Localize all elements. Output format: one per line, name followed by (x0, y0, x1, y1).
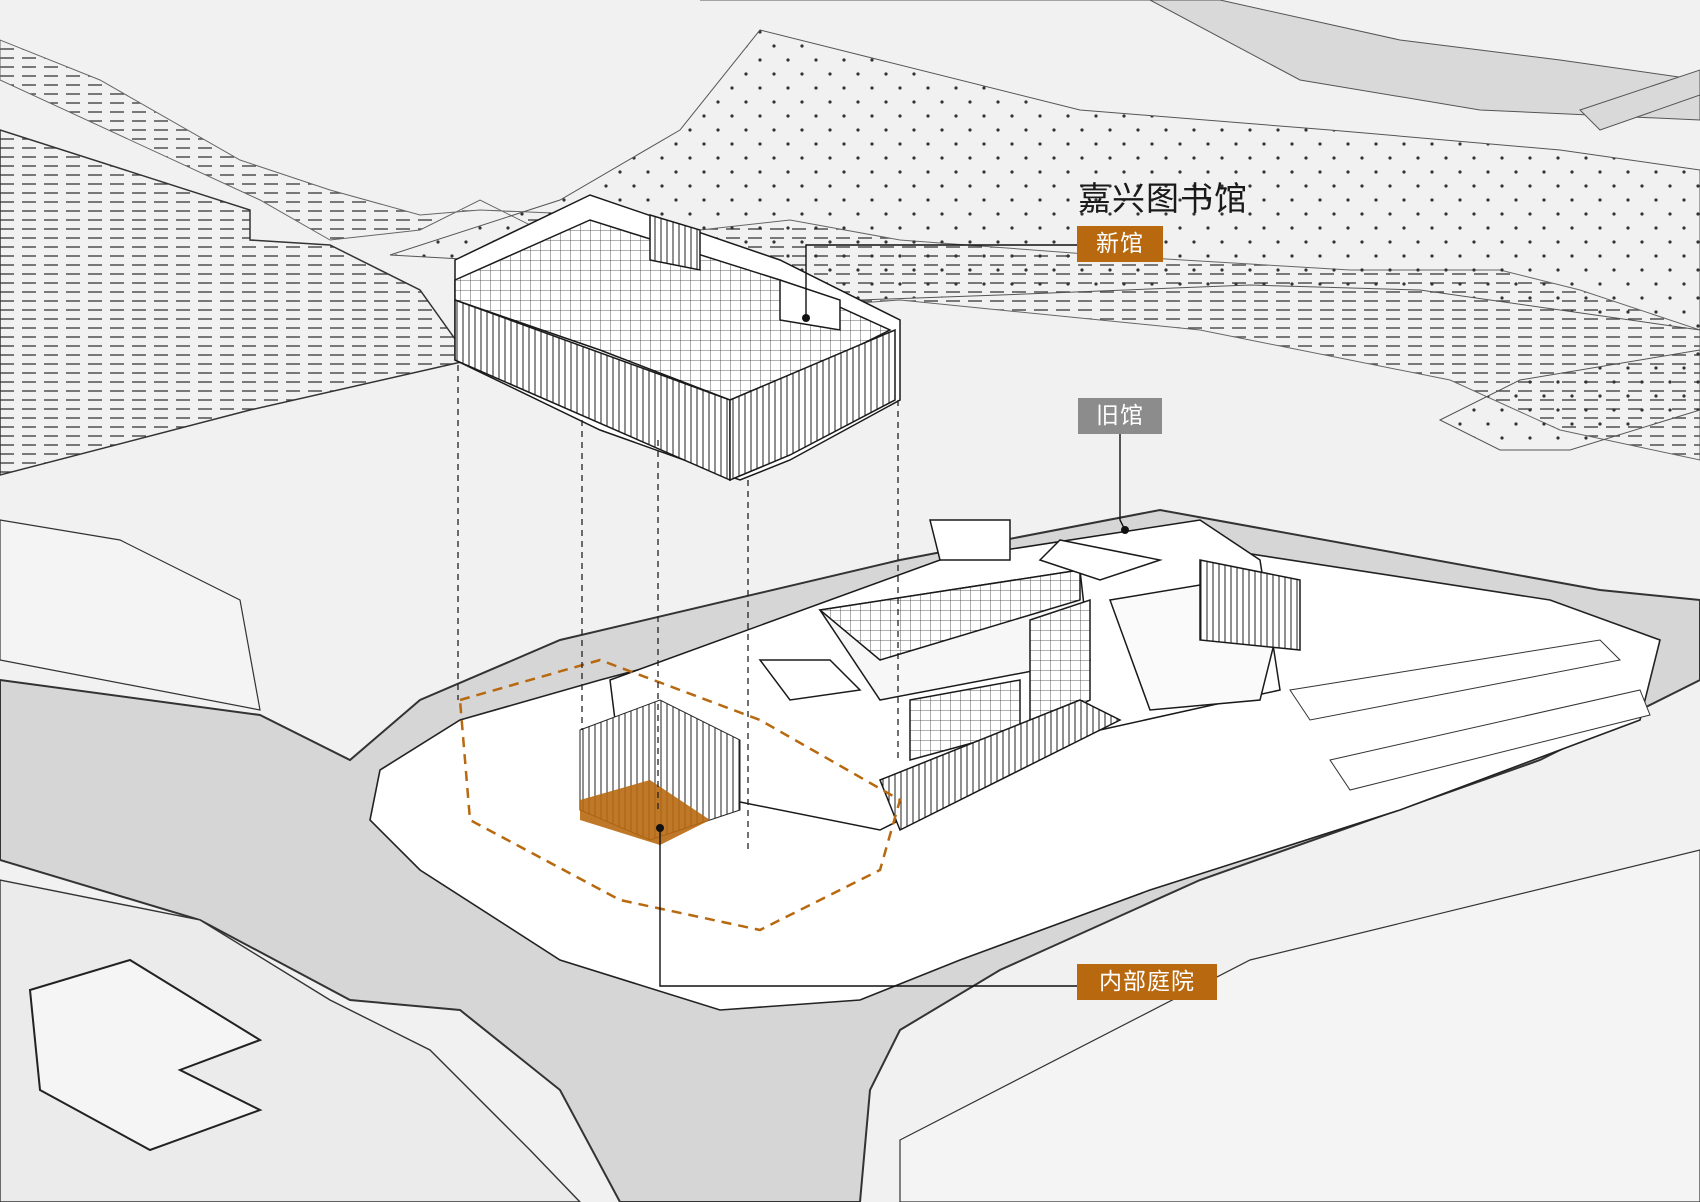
leader-new-dot (802, 314, 810, 322)
old-building (609, 519, 1301, 832)
leader-old-dot (1121, 526, 1129, 534)
left-plot (0, 519, 261, 711)
new-building (454, 194, 901, 482)
label-old-bg (1078, 398, 1162, 434)
label-inner-courtyard: 内部庭院 (1099, 969, 1195, 995)
road-north (700, 0, 1700, 121)
road-northeast (1579, 69, 1700, 131)
label-old-building: 旧馆 (1096, 403, 1144, 429)
diagram-title: 嘉兴图书馆 (1078, 179, 1248, 218)
label-court-bg (1077, 964, 1217, 1000)
park-strip (1438, 349, 1700, 451)
projection-lines (457, 365, 899, 850)
river-lower (0, 129, 472, 476)
lower-left-building (28, 958, 263, 1152)
parking-area (1289, 639, 1651, 791)
label-new-bg (1077, 226, 1163, 262)
courtyard-volume (458, 658, 902, 932)
leader-new (805, 244, 1077, 317)
leader-court (659, 828, 1077, 987)
label-new-building: 新馆 (1096, 231, 1144, 257)
leader-court-dot (656, 824, 664, 832)
